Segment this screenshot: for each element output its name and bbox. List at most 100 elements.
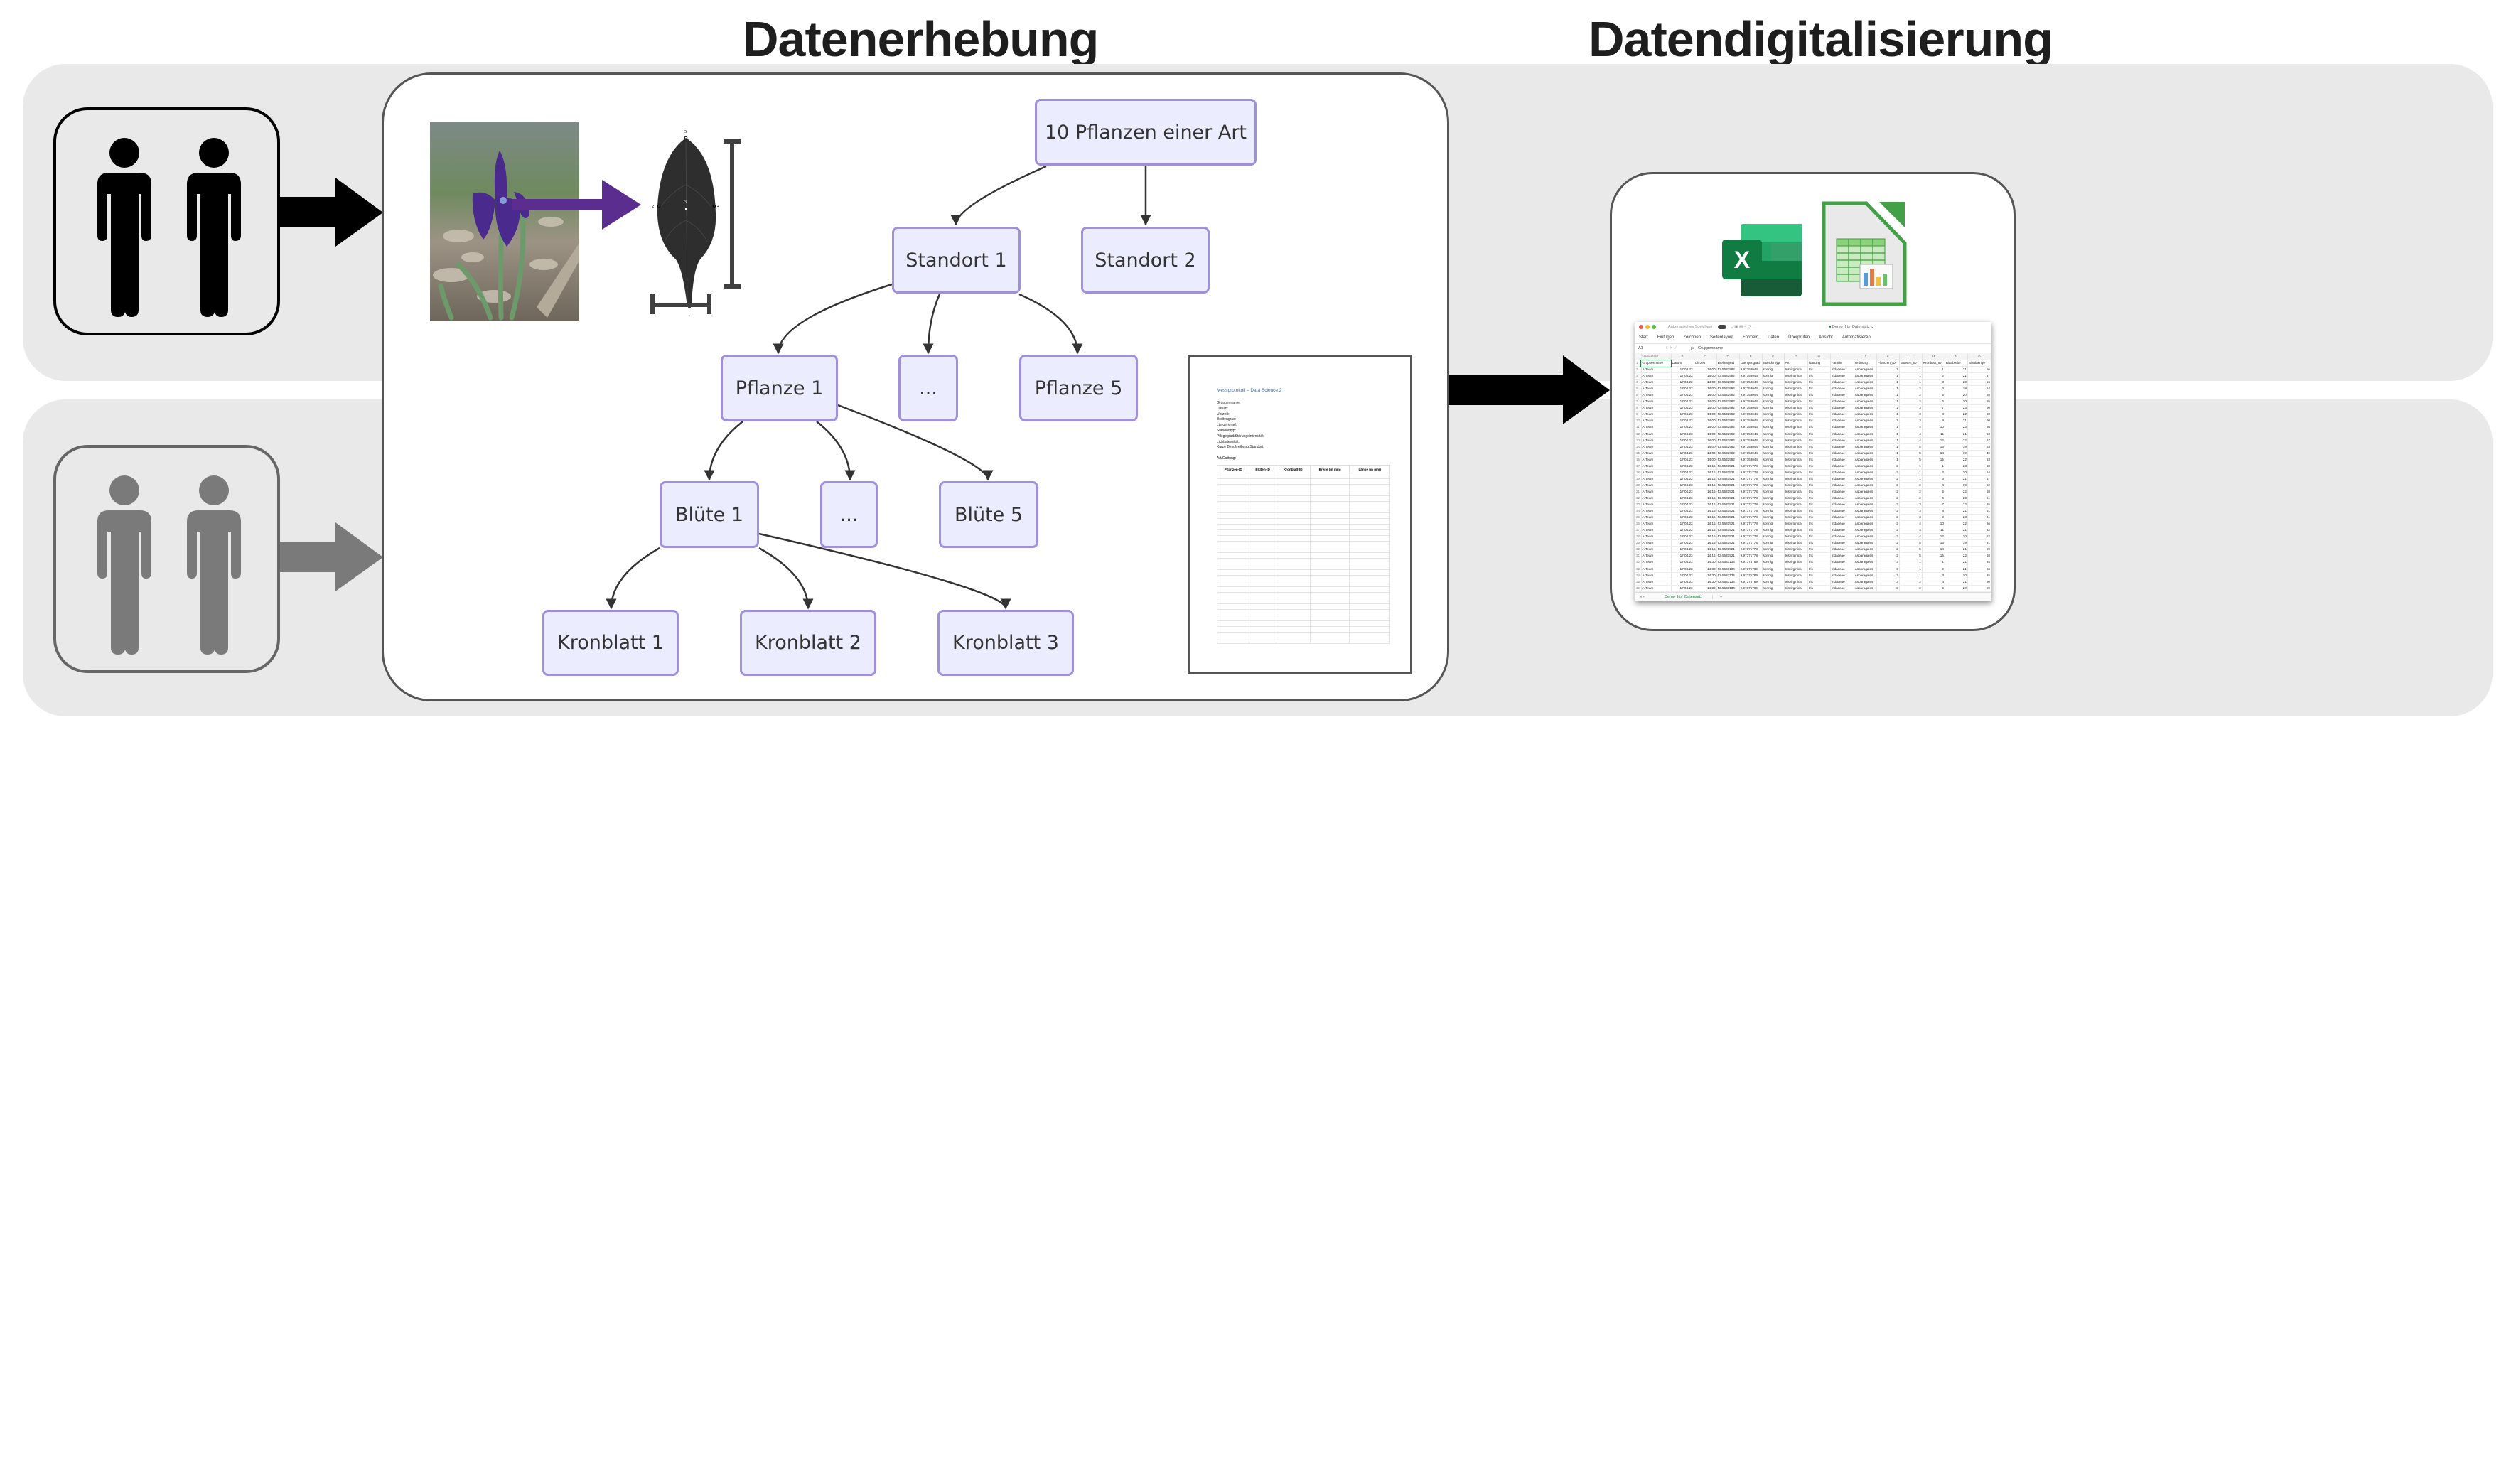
cell[interactable]: 9.97353044 bbox=[1739, 431, 1763, 438]
cell[interactable]: Iridaceae bbox=[1830, 482, 1854, 489]
cell[interactable]: 17.04.23 bbox=[1671, 411, 1694, 419]
cell[interactable]: 53.5532982 bbox=[1716, 431, 1740, 438]
cell[interactable]: 17.04.23 bbox=[1671, 398, 1694, 406]
header-cell[interactable]: Datum bbox=[1671, 360, 1694, 367]
cell[interactable]: A-Team bbox=[1641, 379, 1672, 387]
row-number[interactable]: 3 bbox=[1635, 372, 1642, 380]
cell[interactable]: 14:00 bbox=[1694, 443, 1717, 451]
row-number[interactable]: 7 bbox=[1635, 398, 1642, 406]
cell[interactable]: Irisvirginica bbox=[1784, 437, 1808, 444]
cell[interactable]: Asparagales bbox=[1854, 527, 1877, 534]
cell[interactable]: 17.04.23 bbox=[1671, 463, 1694, 470]
cell[interactable]: 1 bbox=[1922, 366, 1945, 374]
cell[interactable]: Iridaceae bbox=[1830, 539, 1854, 547]
cell[interactable]: Asparagales bbox=[1854, 585, 1877, 592]
cell[interactable]: 60 bbox=[1967, 579, 1991, 586]
cell[interactable]: 11 bbox=[1922, 527, 1945, 534]
cell[interactable]: 59 bbox=[1967, 585, 1991, 592]
cell[interactable]: 7 bbox=[1922, 404, 1945, 412]
header-cell[interactable]: Gruppenname bbox=[1640, 359, 1672, 367]
cell[interactable]: 4 bbox=[1899, 431, 1923, 438]
cell[interactable]: sonnig bbox=[1762, 450, 1785, 457]
cell[interactable]: Iridaceae bbox=[1830, 559, 1854, 566]
cell[interactable]: Iridaceae bbox=[1830, 572, 1854, 579]
cell[interactable]: Iris bbox=[1807, 475, 1831, 483]
cell[interactable]: 17.04.23 bbox=[1671, 579, 1694, 586]
cell[interactable]: A-Team bbox=[1641, 539, 1672, 547]
cell[interactable]: 14:00 bbox=[1694, 379, 1717, 387]
cell[interactable]: Asparagales bbox=[1854, 559, 1877, 566]
cell[interactable]: Asparagales bbox=[1854, 372, 1877, 380]
cell[interactable]: 15 bbox=[1922, 552, 1945, 560]
cell[interactable]: Iridaceae bbox=[1830, 392, 1854, 399]
cell[interactable]: 61 bbox=[1967, 507, 1991, 515]
cell[interactable]: 17.04.23 bbox=[1671, 404, 1694, 412]
cell[interactable]: sonnig bbox=[1762, 527, 1785, 534]
cell[interactable]: Asparagales bbox=[1854, 456, 1877, 463]
cell[interactable]: A-Team bbox=[1641, 404, 1672, 412]
cell[interactable]: 4 bbox=[1922, 482, 1945, 489]
cell[interactable]: 1 bbox=[1876, 443, 1900, 451]
cell[interactable]: 9.97371778 bbox=[1739, 501, 1763, 509]
cell[interactable]: 9.97371778 bbox=[1739, 514, 1763, 522]
cell[interactable]: Asparagales bbox=[1854, 404, 1877, 412]
cell[interactable]: Iridaceae bbox=[1830, 450, 1854, 457]
cell[interactable]: 2 bbox=[1876, 501, 1900, 509]
cell[interactable]: 22 bbox=[1945, 437, 1968, 444]
header-cell[interactable]: Blueten_ID bbox=[1899, 360, 1923, 367]
cell[interactable]: 54 bbox=[1967, 385, 1991, 393]
cell[interactable]: 61 bbox=[1967, 495, 1991, 502]
cell[interactable]: Asparagales bbox=[1854, 572, 1877, 579]
cell[interactable]: 1 bbox=[1876, 379, 1900, 387]
cell[interactable]: Asparagales bbox=[1854, 469, 1877, 476]
column-letter[interactable]: B bbox=[1671, 353, 1694, 360]
cell[interactable]: 17.04.23 bbox=[1671, 585, 1694, 592]
cell[interactable]: 9.97371778 bbox=[1739, 520, 1763, 528]
cell[interactable]: 20 bbox=[1945, 392, 1968, 399]
cell[interactable]: 9.97353044 bbox=[1739, 379, 1763, 387]
cell[interactable]: 2 bbox=[1899, 579, 1923, 586]
cell[interactable]: Irisvirginica bbox=[1784, 456, 1808, 463]
cell[interactable]: Iridaceae bbox=[1830, 495, 1854, 502]
cell[interactable]: sonnig bbox=[1762, 463, 1785, 470]
cell[interactable]: 6 bbox=[1922, 398, 1945, 406]
cell[interactable]: 21 bbox=[1945, 579, 1968, 586]
cell[interactable]: 9.97353044 bbox=[1739, 450, 1763, 457]
cell[interactable]: 15 bbox=[1922, 456, 1945, 463]
cell[interactable]: 2 bbox=[1876, 469, 1900, 476]
cell[interactable]: Asparagales bbox=[1854, 579, 1877, 586]
cell[interactable]: 22 bbox=[1945, 488, 1968, 495]
cell[interactable]: 53.5531521 bbox=[1716, 514, 1740, 522]
cell[interactable]: 57 bbox=[1967, 437, 1991, 444]
cell[interactable]: 14:00 bbox=[1694, 372, 1717, 380]
cell[interactable]: 2 bbox=[1876, 495, 1900, 502]
cell[interactable]: 17.04.23 bbox=[1671, 424, 1694, 431]
cell[interactable]: Iridaceae bbox=[1830, 520, 1854, 528]
cell[interactable]: 10 bbox=[1922, 424, 1945, 431]
cell[interactable]: 20 bbox=[1945, 533, 1968, 541]
cell[interactable]: 14:00 bbox=[1694, 456, 1717, 463]
cell[interactable]: 14:15 bbox=[1694, 514, 1717, 522]
cell[interactable]: 5 bbox=[1899, 450, 1923, 457]
cell[interactable]: A-Team bbox=[1641, 507, 1672, 515]
cell[interactable]: Iris bbox=[1807, 572, 1831, 579]
cell[interactable]: sonnig bbox=[1762, 443, 1785, 451]
cell[interactable]: A-Team bbox=[1641, 398, 1672, 406]
header-cell[interactable]: Art bbox=[1784, 360, 1808, 367]
cell[interactable]: A-Team bbox=[1641, 552, 1672, 560]
cell[interactable]: Iridaceae bbox=[1830, 372, 1854, 380]
cell[interactable]: 17.04.23 bbox=[1671, 501, 1694, 509]
column-letter[interactable]: O bbox=[1967, 353, 1991, 360]
cell[interactable]: Iris bbox=[1807, 539, 1831, 547]
cell[interactable]: 17.04.23 bbox=[1671, 443, 1694, 451]
cell[interactable]: Asparagales bbox=[1854, 546, 1877, 554]
row-number[interactable]: 2 bbox=[1635, 366, 1642, 374]
cell[interactable]: 17.04.23 bbox=[1671, 456, 1694, 463]
cell[interactable]: 6 bbox=[1922, 495, 1945, 502]
row-number[interactable]: 17 bbox=[1635, 463, 1642, 470]
cell[interactable]: Asparagales bbox=[1854, 392, 1877, 399]
cell[interactable]: 1 bbox=[1876, 456, 1900, 463]
cell[interactable]: A-Team bbox=[1641, 424, 1672, 431]
cell[interactable]: 5 bbox=[1899, 443, 1923, 451]
cell[interactable]: Irisvirginica bbox=[1784, 411, 1808, 419]
